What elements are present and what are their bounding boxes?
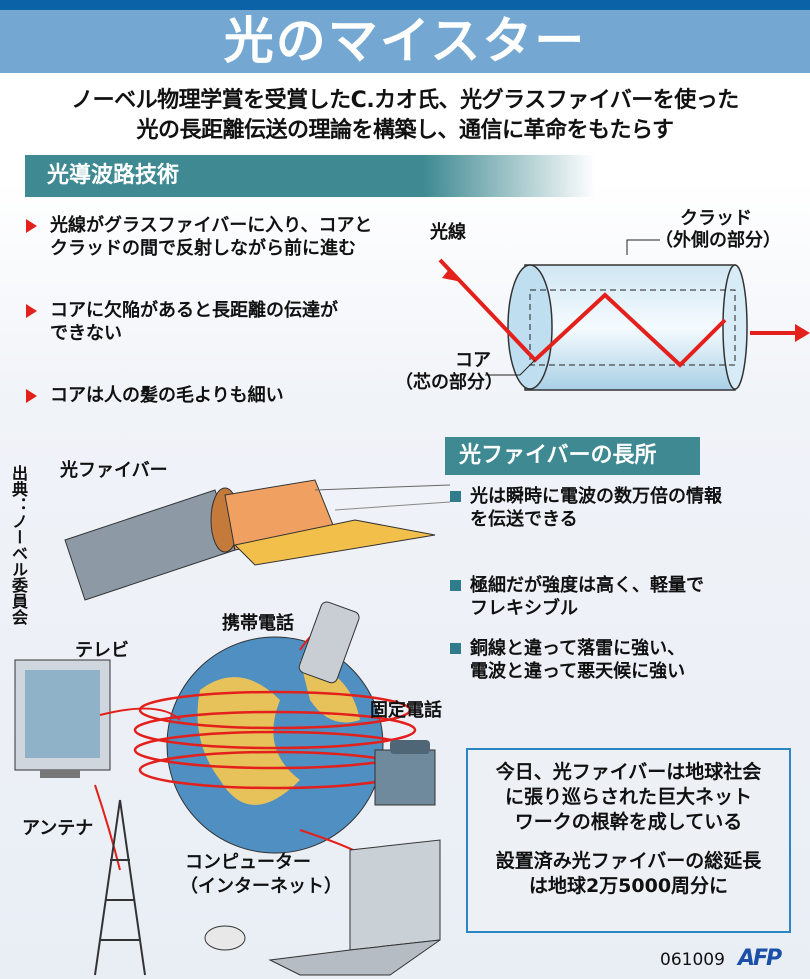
info-box: 今日、光ファイバーは地球社会 に張り巡らされた巨大ネット ワークの根幹を成してい…: [466, 748, 791, 933]
computer-label-sub: （インターネット）: [180, 876, 342, 897]
title-band: 光のマイスター: [0, 10, 810, 73]
subtitle-line: ノーベル物理学賞を受賞したC.カオ氏、光グラスファイバーを使った: [71, 88, 739, 113]
bullet-square-icon: [450, 491, 461, 502]
list-item: 銅線と違って落雷に強い、電波と違って悪天候に強い: [450, 637, 790, 683]
ray-label: 光線: [430, 222, 466, 243]
section-heading-advantages: 光ファイバーの長所: [445, 437, 700, 475]
cladding-label-sub: （外側の部分）: [655, 230, 781, 251]
list-item: コアに欠陥があると長距離の伝達ができない: [20, 299, 420, 345]
cladding-label: クラッド: [680, 208, 752, 229]
core-outline: [529, 289, 736, 366]
landline-phone-icon: [374, 740, 436, 806]
list-item: 極細だが強度は高く、軽量でフレキシブル: [450, 574, 790, 620]
cable-label: 光ファイバー: [60, 460, 168, 481]
core-label: コア: [455, 350, 491, 371]
footer-code: 061009: [660, 950, 725, 970]
bullet-triangle-icon: [26, 219, 37, 233]
core-label-sub: （芯の部分）: [395, 372, 503, 393]
antenna-tower-icon: [94, 799, 146, 976]
bullet-square-icon: [450, 643, 461, 654]
arrow-icon: [442, 268, 462, 282]
section-heading-waveguide: 光導波路技術: [25, 155, 595, 197]
source-credit: 出典：ノーベル委員会: [9, 465, 28, 625]
laptop-computer-icon: [204, 839, 441, 976]
fiber-core-diagram: [438, 239, 810, 391]
info-line: に張り巡らされた巨大ネット: [504, 786, 752, 808]
cladding-cylinder: [524, 264, 736, 391]
tv-icon: [14, 659, 111, 778]
info-line: は地球2万5000周分に: [528, 875, 729, 897]
top-bar: [0, 0, 810, 10]
list-item: コアは人の髪の毛よりも細い: [20, 384, 420, 407]
network-illustration: [14, 601, 441, 976]
page-title: 光のマイスター: [223, 12, 587, 70]
mobile-phone-icon: [298, 601, 360, 684]
afp-logo: AFP: [738, 946, 782, 971]
list-item: 光は瞬時に電波の数万倍の情報を伝送できる: [450, 485, 790, 531]
bullet-triangle-icon: [26, 304, 37, 318]
tv-label: テレビ: [75, 640, 129, 661]
list-item: 光線がグラスファイバーに入り、コアとクラッドの間で反射しながら前に進む: [20, 214, 420, 260]
subtitle-line: 光の長距離伝送の理論を構築し、通信に革命をもたらす: [136, 118, 674, 143]
info-line: 今日、光ファイバーは地球社会: [495, 761, 762, 783]
computer-label: コンピューター: [185, 852, 311, 873]
info-line: ワークの根幹を成している: [514, 811, 743, 833]
bullet-triangle-icon: [26, 389, 37, 403]
landline-label: 固定電話: [370, 700, 442, 721]
arrow-right-icon: [795, 324, 810, 342]
light-ray: [438, 258, 727, 368]
bullet-square-icon: [450, 580, 461, 591]
mobile-label: 携帯電話: [222, 613, 294, 634]
fiber-cable-illustration: [64, 479, 451, 601]
antenna-label: アンテナ: [22, 818, 94, 839]
info-line: 設置済み光ファイバーの総延長: [495, 850, 762, 872]
globe-icon: [133, 636, 417, 854]
